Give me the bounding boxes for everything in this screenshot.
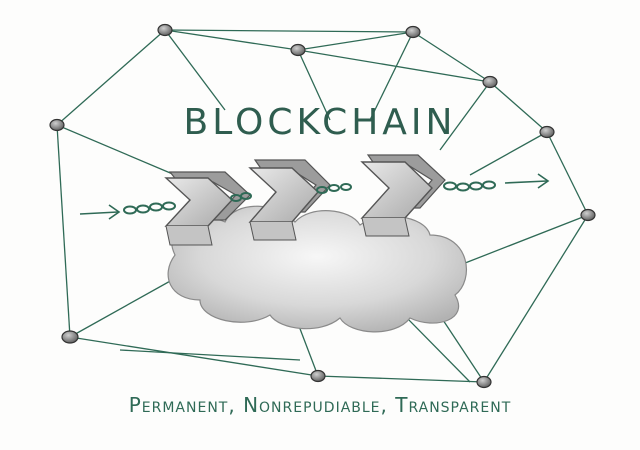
node <box>580 208 596 222</box>
chain-right <box>443 180 496 192</box>
node <box>49 118 65 132</box>
block-2 <box>248 159 331 241</box>
arrow-left-icon <box>79 204 121 220</box>
block-1 <box>164 171 251 246</box>
chain-left <box>123 201 176 215</box>
node <box>482 75 498 89</box>
caption-text: Permanent, Nonrepudiable, Transparent <box>128 393 512 417</box>
network-lines <box>56 29 589 383</box>
block-3 <box>360 154 446 237</box>
chain-middle <box>230 183 352 202</box>
arrow-right-icon <box>504 173 550 189</box>
node <box>539 125 555 139</box>
node <box>61 330 79 344</box>
node <box>405 25 421 39</box>
network-nodes <box>49 23 596 389</box>
cloud-shape <box>167 205 468 333</box>
node <box>157 23 173 37</box>
node <box>476 375 492 389</box>
node <box>290 43 306 57</box>
title-heading: BLOCKCHAIN <box>183 102 457 143</box>
node <box>310 369 326 383</box>
